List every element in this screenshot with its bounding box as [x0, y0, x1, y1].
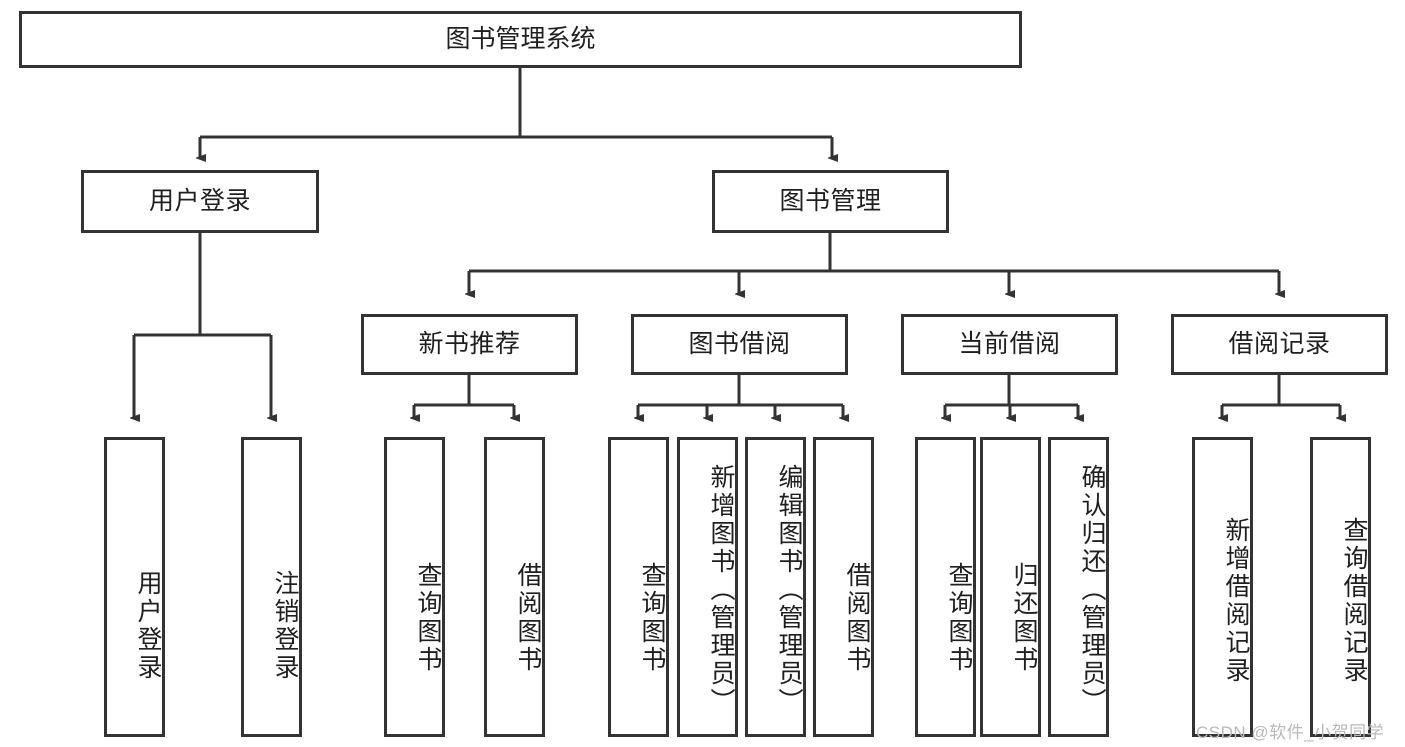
- leaf-borrow-book-recommend[interactable]: 借阅图书: [484, 437, 545, 737]
- node-root-system[interactable]: 图书管理系统: [19, 11, 1022, 68]
- edges-borrow-to-leaves: [638, 375, 843, 418]
- node-label: 图书管理系统: [445, 24, 596, 53]
- node-label: 借阅图书: [514, 562, 542, 674]
- edges-books-to-level2: [469, 233, 1279, 294]
- node-label: 图书管理: [779, 186, 882, 215]
- node-label: 编辑图书（管理员）: [775, 464, 803, 716]
- edges-root-to-level1: [200, 68, 832, 158]
- leaf-logout-login[interactable]: 注销登录: [241, 437, 302, 737]
- node-book-management[interactable]: 图书管理: [712, 170, 949, 233]
- leaf-query-book-current[interactable]: 查询图书: [915, 437, 976, 737]
- node-label: 借阅记录: [1228, 329, 1331, 358]
- leaf-confirm-return-admin[interactable]: 确认归还（管理员）: [1048, 437, 1109, 737]
- node-label: 确认归还（管理员）: [1078, 464, 1106, 716]
- node-label: 归还图书: [1010, 562, 1038, 674]
- node-borrow-records[interactable]: 借阅记录: [1171, 314, 1388, 375]
- edges-records-to-leaves: [1222, 375, 1340, 418]
- edges-newbooks-to-leaves: [414, 375, 514, 418]
- leaf-query-borrow-record[interactable]: 查询借阅记录: [1310, 437, 1371, 737]
- node-label: 新增图书（管理员）: [707, 464, 735, 716]
- node-label: 注销登录: [271, 570, 299, 682]
- node-user-login[interactable]: 用户登录: [81, 170, 319, 233]
- node-label: 图书借阅: [688, 329, 791, 358]
- node-label: 查询借阅记录: [1340, 517, 1368, 685]
- csdn-watermark: CSDN @软件_小贺同学: [1196, 723, 1385, 742]
- leaf-borrow-book[interactable]: 借阅图书: [813, 437, 874, 737]
- node-new-book-recommend[interactable]: 新书推荐: [361, 314, 578, 375]
- edges-login-to-leaves: [134, 233, 271, 418]
- leaf-query-book-borrow[interactable]: 查询图书: [608, 437, 669, 737]
- leaf-add-borrow-record[interactable]: 新增借阅记录: [1192, 437, 1253, 737]
- edges-current-to-leaves: [945, 375, 1078, 418]
- node-label: 新增借阅记录: [1222, 517, 1250, 685]
- node-current-borrow[interactable]: 当前借阅: [901, 314, 1118, 375]
- node-label: 新书推荐: [418, 329, 521, 358]
- node-label: 用户登录: [134, 570, 162, 682]
- node-book-borrow[interactable]: 图书借阅: [631, 314, 848, 375]
- node-label: 查询图书: [414, 562, 442, 674]
- leaf-add-book-admin[interactable]: 新增图书（管理员）: [677, 437, 738, 737]
- leaf-query-book-recommend[interactable]: 查询图书: [384, 437, 445, 737]
- node-label: 用户登录: [148, 186, 251, 215]
- leaf-user-login[interactable]: 用户登录: [104, 437, 165, 737]
- node-label: 借阅图书: [843, 562, 871, 674]
- node-label: 当前借阅: [958, 329, 1061, 358]
- leaf-return-book[interactable]: 归还图书: [980, 437, 1041, 737]
- leaf-edit-book-admin[interactable]: 编辑图书（管理员）: [745, 437, 806, 737]
- node-label: 查询图书: [638, 562, 666, 674]
- node-label: 查询图书: [945, 562, 973, 674]
